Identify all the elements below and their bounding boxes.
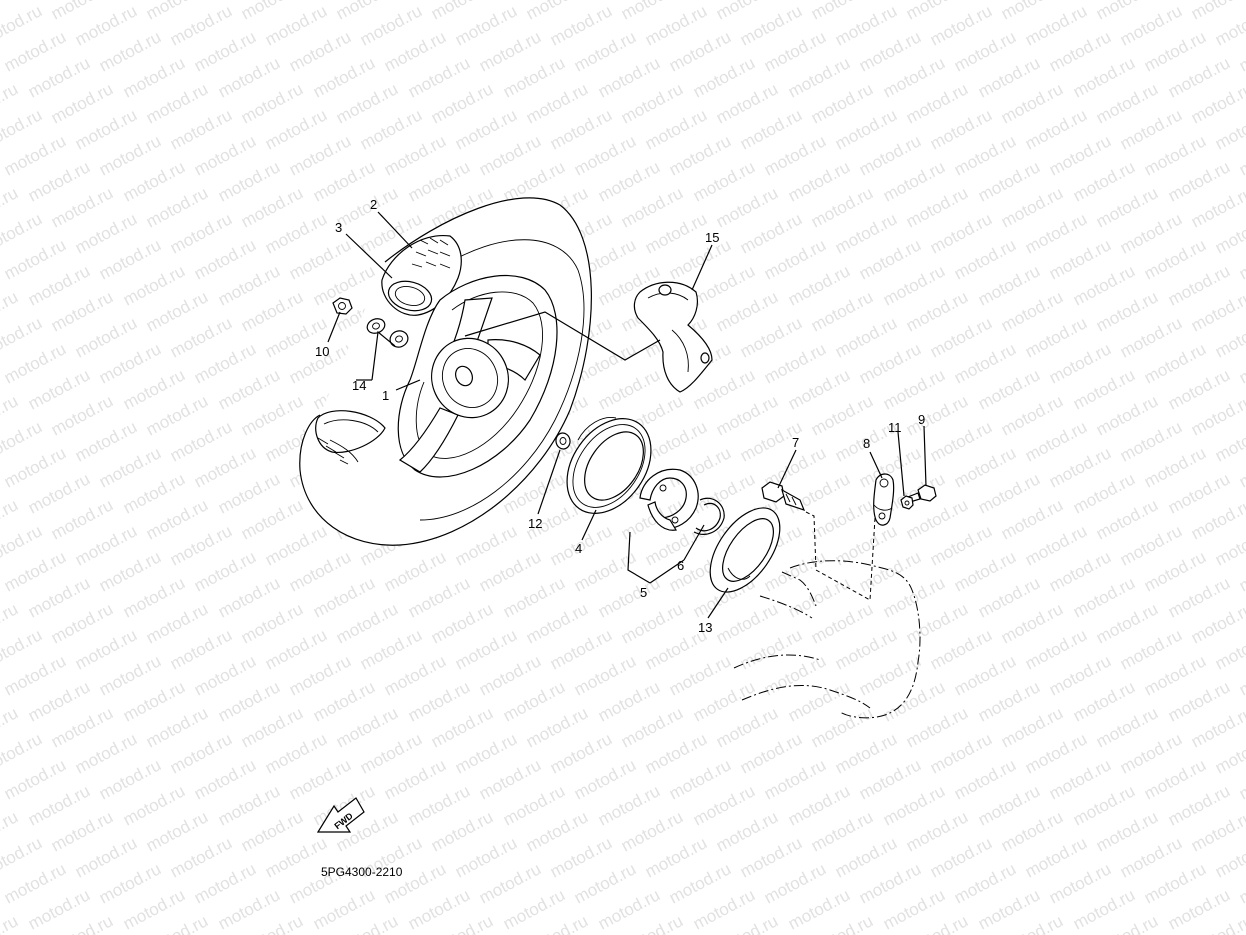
callout-8: 8 (863, 436, 870, 451)
callout-6: 6 (677, 558, 684, 573)
brake-shoe-plate (709, 507, 781, 593)
watermark-text: motod.ru (0, 911, 21, 935)
callout-1: 1 (382, 388, 389, 403)
tire-section (381, 234, 462, 316)
callout-2: 2 (370, 197, 377, 212)
engine-case-phantom (733, 560, 921, 719)
callout-7: 7 (792, 435, 799, 450)
axle-nut (332, 297, 353, 315)
wheel (397, 274, 558, 478)
callout-11: 11 (888, 420, 902, 435)
callout-labels: 1 2 3 4 5 6 7 8 9 10 11 12 13 14 15 (315, 197, 925, 635)
callout-4: 4 (575, 541, 582, 556)
leader-lines (327, 211, 927, 619)
camshaft-lever (873, 473, 895, 526)
leader-axle-cover (464, 311, 661, 361)
callout-5: 5 (640, 585, 647, 600)
callout-12: 12 (528, 516, 542, 531)
lock-nut (900, 495, 914, 510)
spacer (555, 432, 571, 450)
pinch-bolt (907, 484, 937, 503)
callout-14: 14 (352, 378, 366, 393)
callout-3: 3 (335, 220, 342, 235)
brake-shoe-set (639, 468, 699, 531)
callout-15: 15 (705, 230, 719, 245)
callout-9: 9 (918, 412, 925, 427)
brake-drum (566, 417, 652, 514)
hub-cover (633, 281, 713, 393)
diagram-code: 5PG4300-2210 (321, 865, 403, 879)
callout-13: 13 (698, 620, 712, 635)
return-spring (693, 497, 725, 535)
callout-10: 10 (315, 344, 329, 359)
camshaft-guide (805, 511, 817, 571)
